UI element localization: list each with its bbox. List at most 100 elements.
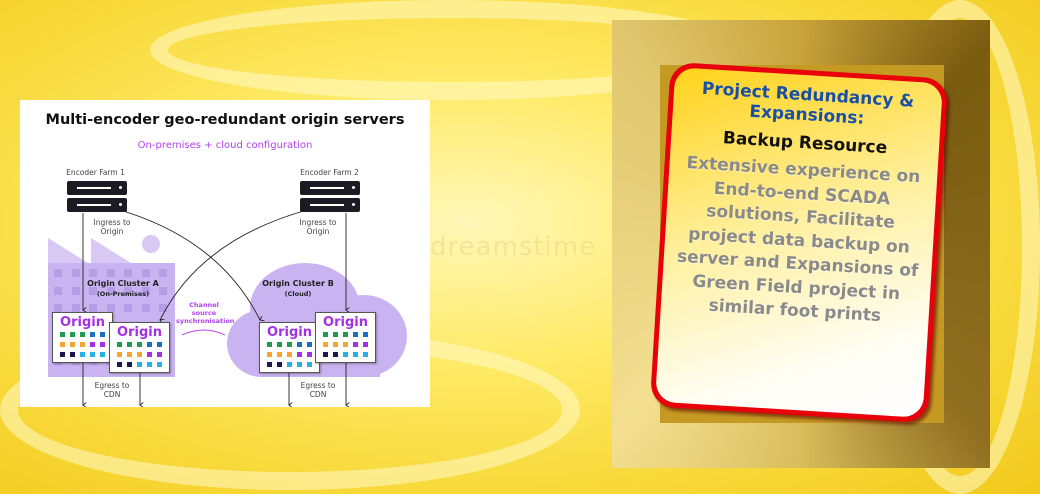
status-square — [297, 352, 302, 357]
building-window — [54, 304, 62, 312]
building-window — [89, 286, 97, 295]
status-square — [307, 352, 312, 357]
ingress-label: Ingress to Origin — [93, 218, 131, 236]
building-window — [71, 286, 80, 295]
status-square — [127, 362, 132, 367]
origin-server-card: Origin — [259, 322, 320, 373]
cluster-a-type: (On-Premises) — [96, 290, 150, 298]
card-heading: Project Redundancy & Expansions: — [701, 78, 915, 129]
status-square — [90, 342, 95, 347]
status-square — [287, 352, 292, 357]
origin-label: Origin — [60, 315, 105, 330]
status-square — [353, 342, 358, 347]
status-square — [70, 332, 75, 337]
building-window — [89, 269, 97, 277]
status-square — [117, 362, 122, 367]
status-square — [117, 342, 122, 347]
status-square — [363, 342, 368, 347]
building-window — [159, 269, 167, 277]
building-window — [106, 269, 115, 277]
status-square — [90, 332, 95, 337]
status-square — [157, 362, 162, 367]
connection-arrows — [20, 209, 430, 407]
diagram-panel: Multi-encoder geo-redundant origin serve… — [20, 100, 430, 407]
building-window — [106, 304, 115, 312]
status-square — [333, 332, 338, 337]
roof-icon — [91, 238, 131, 263]
status-square — [137, 352, 142, 357]
status-square — [323, 342, 328, 347]
status-square — [267, 342, 272, 347]
status-square — [137, 362, 142, 367]
info-card: Project Redundancy & Expansions: Backup … — [649, 61, 949, 424]
watermark: dreamstime — [430, 232, 597, 262]
cluster-a-label: Origin Cluster A(On-Premises) — [83, 279, 163, 299]
building-window — [71, 304, 80, 312]
origin-label: Origin — [323, 315, 368, 330]
status-square — [60, 332, 65, 337]
server-icon — [67, 198, 127, 212]
sync-label: Channel source synchronisation — [176, 301, 235, 325]
status-square — [323, 332, 328, 337]
building-window — [54, 286, 62, 295]
status-square — [127, 342, 132, 347]
status-square — [100, 352, 105, 357]
status-square — [90, 352, 95, 357]
status-square — [333, 352, 338, 357]
status-square — [157, 352, 162, 357]
cluster-b-type: (Cloud) — [284, 290, 312, 298]
status-square — [343, 332, 348, 337]
status-square — [147, 342, 152, 347]
building-window — [141, 269, 150, 277]
status-square — [60, 352, 65, 357]
status-square — [277, 362, 282, 367]
origin-server-card: Origin — [52, 312, 113, 363]
diagram-subtitle: On-premises + cloud configuration — [137, 140, 313, 151]
origin-label: Origin — [117, 325, 162, 340]
status-square — [147, 362, 152, 367]
origin-server-card: Origin — [109, 322, 170, 373]
status-square — [157, 342, 162, 347]
status-square — [333, 342, 338, 347]
status-square — [147, 352, 152, 357]
building-window — [54, 269, 62, 277]
building-window — [106, 286, 115, 295]
origin-server-card: Origin — [315, 312, 376, 363]
encoder-farm-1-label: Encoder Farm 1 — [66, 168, 125, 177]
status-square — [353, 352, 358, 357]
cluster-b-label: Origin Cluster B (Cloud) — [258, 279, 338, 299]
card-body: Extensive experience on End-to-end SCADA… — [676, 153, 921, 327]
status-square — [323, 352, 328, 357]
building-window — [124, 269, 132, 277]
building-window — [89, 304, 97, 312]
status-square — [277, 342, 282, 347]
building-window — [141, 286, 150, 295]
building-window — [71, 269, 80, 277]
diagram-title: Multi-encoder geo-redundant origin serve… — [45, 112, 405, 128]
origin-label: Origin — [267, 325, 312, 340]
sync-arrow — [181, 329, 226, 336]
cluster-b-name: Origin Cluster B — [262, 279, 334, 288]
status-square — [307, 342, 312, 347]
status-square — [343, 342, 348, 347]
egress-label: Egress to CDN — [94, 381, 130, 399]
building-window — [141, 304, 150, 312]
building-window — [124, 286, 132, 295]
server-icon — [300, 181, 360, 195]
status-square — [353, 332, 358, 337]
status-square — [297, 362, 302, 367]
status-square — [267, 352, 272, 357]
status-square — [80, 332, 85, 337]
status-square — [127, 352, 132, 357]
status-square — [117, 352, 122, 357]
status-square — [363, 352, 368, 357]
status-square — [343, 352, 348, 357]
building-window — [124, 304, 132, 312]
roof-icon — [48, 238, 88, 263]
status-square — [297, 342, 302, 347]
status-square — [287, 362, 292, 367]
server-icon — [300, 198, 360, 212]
status-square — [80, 342, 85, 347]
status-square — [100, 332, 105, 337]
status-square — [70, 352, 75, 357]
